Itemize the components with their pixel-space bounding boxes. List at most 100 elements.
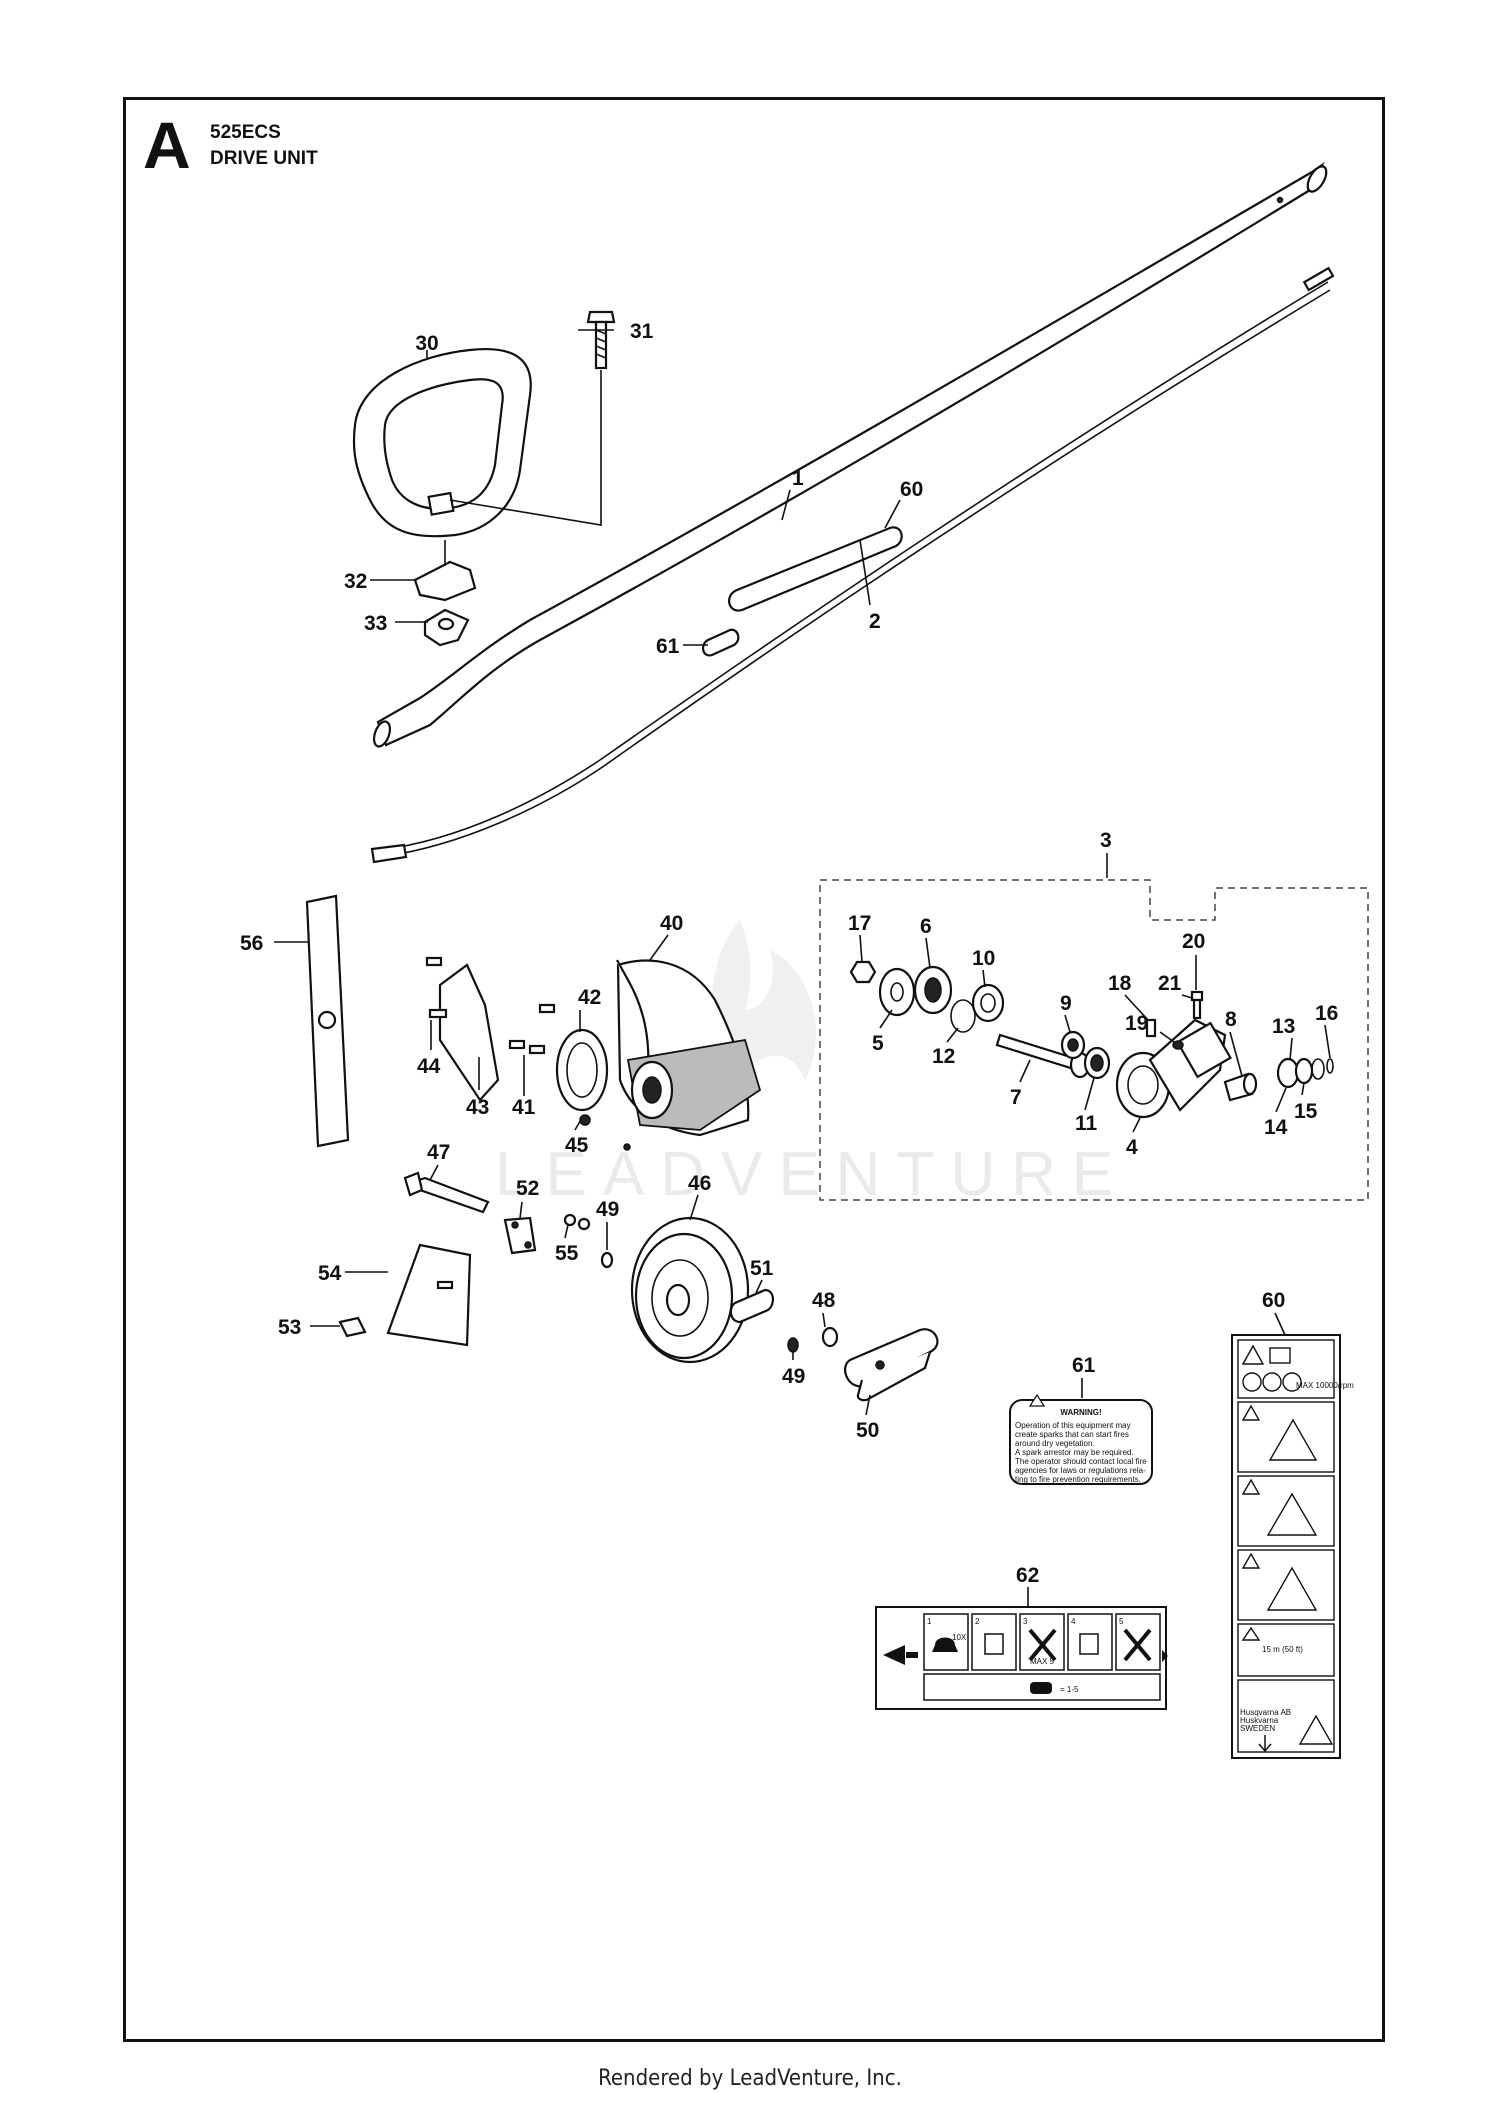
warning-line-1: Operation of this equipment may [1015,1421,1131,1430]
loop-handle [352,348,532,538]
callout-60a: 60 [900,478,923,501]
height-adjust-plate [386,1243,472,1347]
callout-9: 9 [1060,992,1072,1015]
callout-16: 16 [1315,1002,1338,1025]
callout-20: 20 [1182,930,1205,953]
callout-49b: 49 [782,1365,805,1388]
drive-shaft [370,266,1335,864]
blade-guard [616,959,762,1137]
callout-21: 21 [1158,972,1182,995]
decal-step3-text: MAX 5 [1030,1657,1055,1666]
shaft-sleeve [728,526,903,612]
warning-line-3: around dry vegetation. [1015,1439,1095,1448]
callout-18: 18 [1108,972,1132,995]
callout-54: 54 [318,1262,342,1285]
washer-48 [821,1326,839,1348]
callout-3: 3 [1100,829,1112,852]
callout-52: 52 [516,1177,539,1200]
gear-housing [1115,1018,1232,1119]
blade-guard-bracket [425,956,556,1102]
decal-distance-text: 15 m (50 ft) [1262,1645,1303,1654]
callout-51: 51 [750,1257,774,1280]
callout-labels: 30 31 32 33 1 60 2 61 3 56 40 42 44 43 4… [240,320,1338,1587]
decal-step-4: 4 [1071,1617,1076,1626]
handle-bracket [413,540,477,602]
gear-housing-group-box [819,879,1369,1201]
warning-decal: WARNING! Operation of this equipment may… [1009,1393,1153,1485]
callout-12: 12 [932,1045,955,1068]
washer-49a [600,1251,614,1269]
decal-maker: Husqvarna AB [1240,1708,1291,1717]
callout-30: 30 [415,332,438,355]
decal-step-3: 3 [1023,1617,1028,1626]
wheel [630,1216,750,1364]
decal-step-2: 2 [975,1617,980,1626]
callout-50: 50 [856,1419,879,1442]
adjuster-screws [563,1213,577,1227]
callout-7: 7 [1010,1086,1022,1109]
callout-41: 41 [512,1096,536,1119]
callout-56: 56 [240,932,263,955]
warning-line-4: A spark arrestor may be required. [1015,1448,1134,1457]
callout-4: 4 [1126,1136,1138,1159]
gear-small-parts [1145,990,1334,1102]
footer-credit: Rendered by LeadVenture, Inc. [598,2066,902,2091]
callout-40: 40 [660,912,683,935]
adjuster-knob [844,1328,939,1402]
wheel-bolt [403,1171,490,1214]
callout-11: 11 [1075,1112,1098,1135]
callout-19: 19 [1125,1012,1148,1035]
gasket [555,1028,609,1112]
diagram-subtitle: DRIVE UNIT [210,148,318,169]
decal-bottom-text: = 1-5 [1060,1685,1079,1694]
callout-5: 5 [872,1032,884,1055]
callout-33: 33 [364,612,387,635]
watermark: LEADVENTURE [495,920,1129,1209]
callout-31: 31 [630,320,654,343]
decal-step-1: 1 [927,1617,932,1626]
callout-62: 62 [1016,1564,1039,1587]
callout-46: 46 [688,1172,711,1195]
callout-15: 15 [1294,1100,1318,1123]
warning-line-2: create sparks that can start fires [1015,1430,1129,1439]
decal-step-5: 5 [1119,1617,1124,1626]
callout-2: 2 [869,610,881,633]
leader-lines [274,329,1331,1607]
callout-10: 10 [972,947,995,970]
callout-6: 6 [920,915,932,938]
watermark-text: LEADVENTURE [495,1140,1129,1209]
warning-line-7: ting to fire prevention requirements. [1015,1475,1141,1484]
callout-14: 14 [1264,1116,1288,1139]
section-letter: A [143,108,191,182]
model-name: 525ECS [210,122,281,143]
decal-country: SWEDEN [1240,1724,1275,1733]
decal-maker-line2: Huskvarna [1240,1716,1279,1725]
warning-line-5: The operator should contact local fire [1015,1457,1147,1466]
shaft-plug [702,628,740,657]
callout-61a: 61 [656,635,680,658]
callout-44: 44 [417,1055,441,1078]
callout-32: 32 [344,570,367,593]
callout-47: 47 [427,1141,450,1164]
callout-53: 53 [278,1316,301,1339]
decal-step1-text: 10X [952,1633,967,1642]
callout-61b: 61 [1072,1354,1096,1377]
warning-heading: WARNING! [1060,1408,1101,1417]
shaft-tube [372,161,1328,748]
handle-screw [449,310,616,526]
callout-49a: 49 [596,1198,619,1221]
diagram-frame [123,97,1385,2042]
edger-blade [305,894,350,1148]
callout-43: 43 [466,1096,489,1119]
callout-55: 55 [555,1242,579,1265]
gear-washers-bearings [849,960,1111,1080]
callout-42: 42 [578,986,601,1009]
callout-1: 1 [792,467,804,490]
callout-13: 13 [1272,1015,1295,1038]
callout-8: 8 [1225,1008,1237,1031]
callout-17: 17 [848,912,871,935]
safety-symbols-decal: MAX 10000/rpm 15 m (50 ft) Husqvarna AB … [1231,1334,1354,1759]
callout-60b: 60 [1262,1289,1285,1312]
warning-line-6: agencies for laws or regulations rela- [1015,1466,1146,1475]
